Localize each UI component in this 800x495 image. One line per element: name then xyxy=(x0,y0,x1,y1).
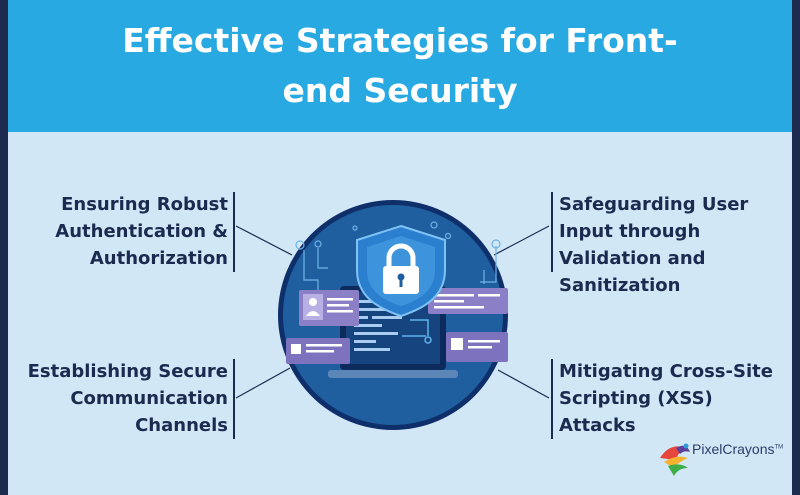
profile-card-icon xyxy=(299,290,359,326)
divider-top-left xyxy=(233,192,235,272)
data-panel-icon xyxy=(286,338,350,364)
strategy-input-validation: Safeguarding User Input through Validati… xyxy=(559,194,749,296)
message-panel-icon xyxy=(446,332,508,362)
shield-lock-icon xyxy=(356,224,446,318)
brand-logo: PixelCrayonsTM xyxy=(654,441,783,457)
strategy-secure-communication: Establishing Secure Communication Channe… xyxy=(27,361,228,436)
connector-line xyxy=(235,367,291,399)
strategy-xss-mitigation: Mitigating Cross-Site Scripting (XSS) At… xyxy=(559,361,773,436)
brand-name-text: PixelCrayons xyxy=(692,441,775,457)
connector-line xyxy=(235,225,293,256)
page-title: Effective Strategies for Front-end Secur… xyxy=(122,21,678,110)
brand-trademark: TM xyxy=(774,444,784,451)
divider-bottom-right xyxy=(551,359,553,439)
pixelcrayons-logo-icon xyxy=(660,443,690,476)
divider-bottom-left xyxy=(233,359,235,439)
strategy-authentication: Ensuring Robust Authentication & Authori… xyxy=(55,194,228,269)
brand-name: PixelCrayonsTM xyxy=(692,441,783,457)
code-panel-icon xyxy=(428,288,508,314)
connector-line xyxy=(493,225,550,256)
title-banner: Effective Strategies for Front-end Secur… xyxy=(8,0,792,132)
connector-line xyxy=(497,369,550,399)
divider-top-right xyxy=(551,192,553,272)
